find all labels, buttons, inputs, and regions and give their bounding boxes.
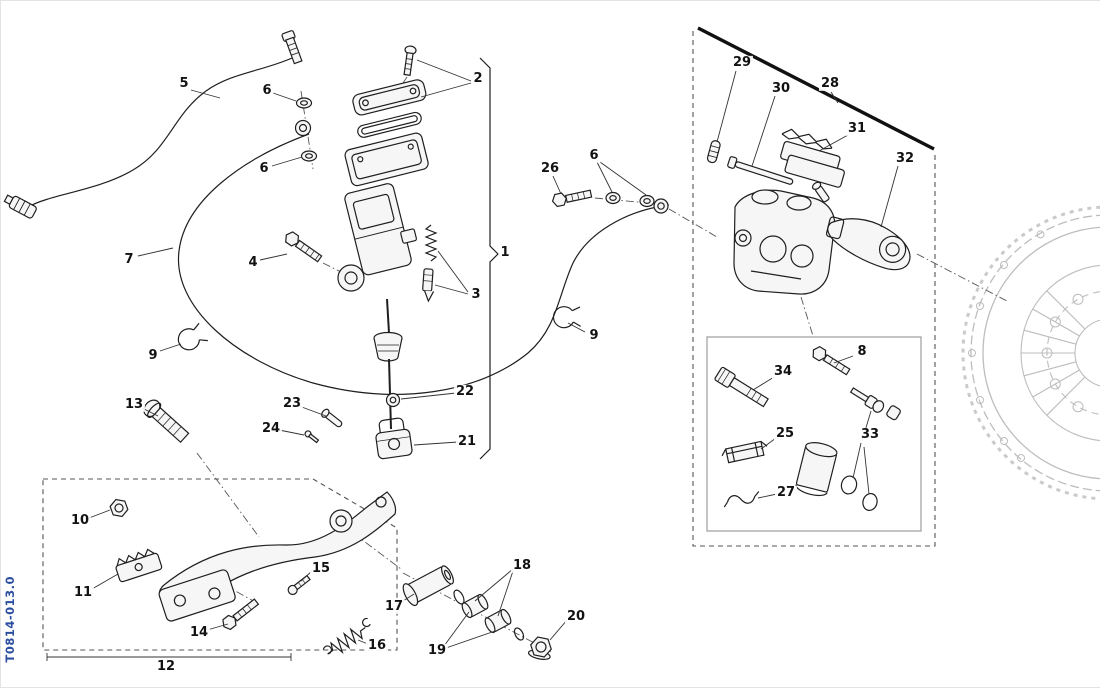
- part-label-29: 29: [730, 54, 754, 71]
- brake-hose-7: [177, 133, 669, 395]
- brake-hose-5: [3, 30, 303, 219]
- master-cylinder: [337, 45, 438, 430]
- part-label-15: 15: [309, 560, 333, 577]
- banjo-bolt-4: [285, 231, 323, 263]
- part-label-12: 12: [154, 658, 178, 675]
- dust-boot: [373, 331, 403, 362]
- pad-pin-30: [727, 156, 794, 185]
- part-label-26: 26: [538, 160, 562, 177]
- part-label-16: 16: [365, 637, 389, 654]
- rear-sprocket-drawing: [961, 205, 1100, 501]
- part-label-23: 23: [280, 395, 304, 412]
- part-label-28: 28: [818, 75, 842, 92]
- part-label-9: 9: [146, 347, 160, 364]
- caliper-piston-33: [795, 442, 838, 497]
- part-label-22: 22: [453, 383, 477, 400]
- bolt-34: [714, 366, 769, 408]
- caliper-parts-box: [706, 336, 922, 532]
- hose-clip-9b: [552, 306, 581, 329]
- caliper-bracket-32: [825, 216, 911, 271]
- part-label-21: 21: [455, 433, 479, 450]
- bolt-8: [812, 345, 851, 376]
- part-label-6: 6: [587, 147, 601, 164]
- brake-pedal-group: [109, 399, 397, 655]
- part-label-19: 19: [425, 642, 449, 659]
- banjo-fitting-washers: [294, 97, 318, 162]
- drawing-code: T0814-013.0: [3, 576, 17, 663]
- caliper-body: [733, 181, 836, 295]
- part-label-30: 30: [769, 80, 793, 97]
- bushing-set: [402, 565, 552, 660]
- part-label-10: 10: [68, 512, 92, 529]
- nut-10: [109, 498, 129, 518]
- leader-lines: [88, 59, 899, 649]
- screw-15: [287, 574, 311, 596]
- part-label-34: 34: [771, 363, 795, 380]
- part-label-33: 33: [858, 426, 882, 443]
- reservoir-cap: [352, 79, 427, 116]
- part-label-31: 31: [845, 120, 869, 137]
- part-label-20: 20: [564, 608, 588, 625]
- pivot-bolt-13: [143, 399, 190, 444]
- bleed-screw-33: [849, 387, 885, 413]
- clevis-21: [375, 417, 413, 460]
- part-label-9: 9: [587, 327, 601, 344]
- part-label-5: 5: [177, 75, 191, 92]
- bushing-18a: [461, 593, 489, 619]
- part-label-11: 11: [71, 584, 95, 601]
- part-label-13: 13: [122, 396, 146, 413]
- screw-24: [304, 430, 320, 444]
- part-label-17: 17: [382, 598, 406, 615]
- part-label-6: 6: [260, 82, 274, 99]
- part-label-32: 32: [893, 150, 917, 167]
- part-label-25: 25: [773, 425, 797, 442]
- bushing-18b: [484, 608, 512, 634]
- part-label-14: 14: [187, 624, 211, 641]
- banjo-bolt-26: [551, 189, 655, 208]
- nut-20: [527, 636, 552, 660]
- cylinder-body: [344, 183, 418, 276]
- part-label-3: 3: [469, 286, 483, 303]
- return-spring-16: [322, 617, 371, 655]
- reservoir-body: [344, 132, 429, 187]
- wire-clip-27: [723, 491, 760, 508]
- part-label-4: 4: [246, 254, 260, 271]
- part-label-7: 7: [122, 251, 136, 268]
- assembly-bracket-1: [479, 57, 499, 460]
- pad-clip-25: [721, 440, 768, 464]
- hose-clip-9a: [177, 322, 208, 351]
- part-label-24: 24: [259, 420, 283, 437]
- bolt-14: [222, 598, 260, 631]
- part-label-27: 27: [774, 484, 798, 501]
- pedal-group-boundary: [42, 478, 398, 661]
- part-label-6: 6: [257, 160, 271, 177]
- part-label-1: 1: [498, 244, 512, 261]
- caliper-group: [706, 128, 911, 512]
- brake-pads-31: [780, 140, 845, 188]
- toe-peg-11: [115, 548, 163, 583]
- caliper-group-boundary: [692, 26, 936, 547]
- part-label-2: 2: [471, 70, 485, 87]
- part-label-18: 18: [510, 557, 534, 574]
- rod-end-parts: [304, 392, 413, 460]
- hose-end-connector: [3, 194, 37, 219]
- reservoir-gasket: [357, 111, 422, 138]
- part-label-8: 8: [855, 343, 869, 360]
- pin-23: [321, 408, 343, 428]
- sleeve-17: [402, 565, 454, 607]
